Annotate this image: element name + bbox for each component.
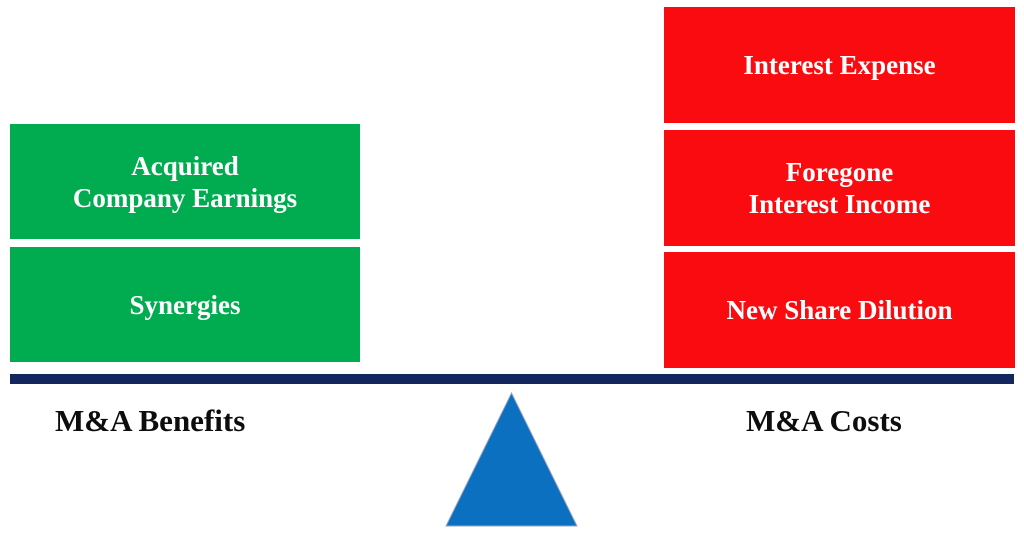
benefits-label: M&A Benefits — [55, 403, 246, 438]
benefit-box-acquired-company-earnings: Acquired Company Earnings — [10, 124, 360, 239]
cost-box-interest-expense: Interest Expense — [664, 7, 1015, 123]
cost-box-foregone-interest-income-label: Foregone Interest Income — [748, 157, 931, 219]
cost-box-interest-expense-label: Interest Expense — [743, 50, 936, 80]
cost-box-new-share-dilution: New Share Dilution — [664, 252, 1015, 368]
balance-beam — [10, 374, 1014, 384]
costs-label: M&A Costs — [746, 403, 902, 438]
benefit-box-synergies: Synergies — [10, 247, 360, 362]
benefit-box-acquired-company-earnings-label: Acquired Company Earnings — [72, 150, 298, 213]
cost-box-new-share-dilution-label: New Share Dilution — [726, 295, 953, 325]
cost-box-foregone-interest-income: Foregone Interest Income — [664, 130, 1015, 246]
fulcrum-triangle-icon — [445, 392, 578, 527]
benefit-box-synergies-label: Synergies — [129, 289, 241, 320]
